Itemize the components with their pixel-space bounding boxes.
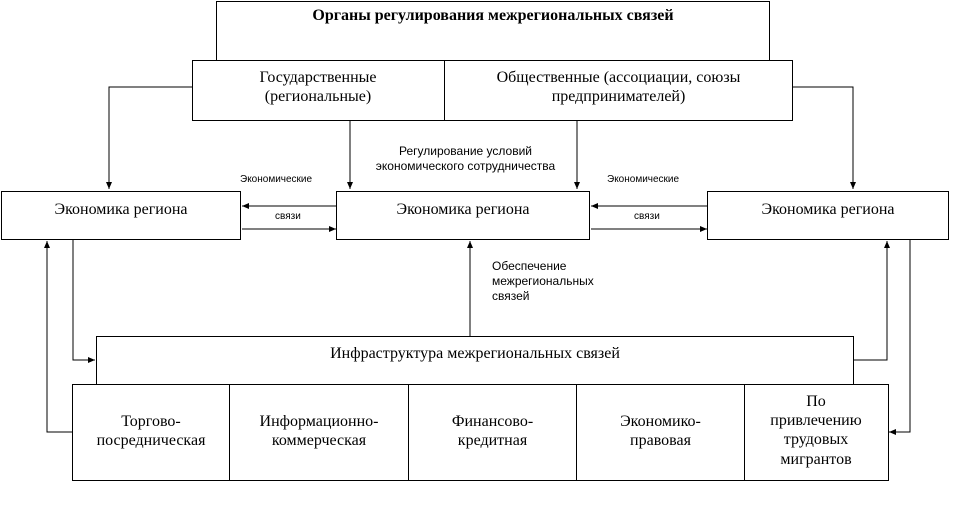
infra-item-legal [576, 384, 745, 481]
public-bodies-box [444, 60, 793, 121]
infra-item-trade-label: Торгово-посредническая [96, 413, 206, 450]
econ-links-left-label: Экономические [240, 174, 313, 185]
infra-item-migrants-label: По привлечению трудовых мигрантов [770, 393, 862, 468]
region-box-right [707, 191, 949, 240]
infra-item-info [229, 384, 409, 481]
arrow-public-to-right-region [792, 86, 856, 189]
provision-label: Обеспечение межрегиональных связей [492, 259, 594, 303]
infra-item-finance [408, 384, 577, 481]
region-label-left: Экономика региона [54, 201, 188, 218]
infra-item-legal-label: Экономико-правовая [620, 413, 701, 450]
regulation-label: Регулирование условий экономического сот… [375, 144, 556, 173]
arrow-right-region-to-migrants [889, 239, 911, 435]
infra-item-info-label: Информационно-коммерческая [259, 413, 379, 450]
infrastructure-title: Инфраструктура межрегиональных связей [330, 345, 620, 362]
infra-item-migrants [744, 384, 889, 481]
state-bodies-box [192, 60, 445, 121]
arrow-trade-to-left-region [44, 241, 73, 433]
region-label-center: Экономика региона [396, 201, 530, 218]
region-box-center [336, 191, 590, 240]
arrow-state-to-left-region [106, 86, 193, 189]
infrastructure-box [96, 336, 854, 385]
econ-links-right-label: Экономические [607, 174, 680, 185]
arrow-left-region-to-infra [72, 239, 95, 363]
arrow-infra-to-right-region [853, 241, 890, 361]
region-box-left [1, 191, 241, 240]
infra-item-finance-label: Финансово-кредитная [451, 413, 534, 450]
econ-links-left-sublabel: связи [275, 211, 301, 222]
regulation-bodies-title: Органы регулирования межрегиональных свя… [312, 7, 674, 24]
regulation-bodies-box [216, 1, 770, 61]
econ-links-right-sublabel: связи [634, 211, 660, 222]
region-label-right: Экономика региона [761, 201, 895, 218]
public-bodies-label: Общественные (ассоциации, союзы предприн… [496, 69, 741, 106]
state-bodies-label: Государственные (региональные) [259, 69, 377, 106]
